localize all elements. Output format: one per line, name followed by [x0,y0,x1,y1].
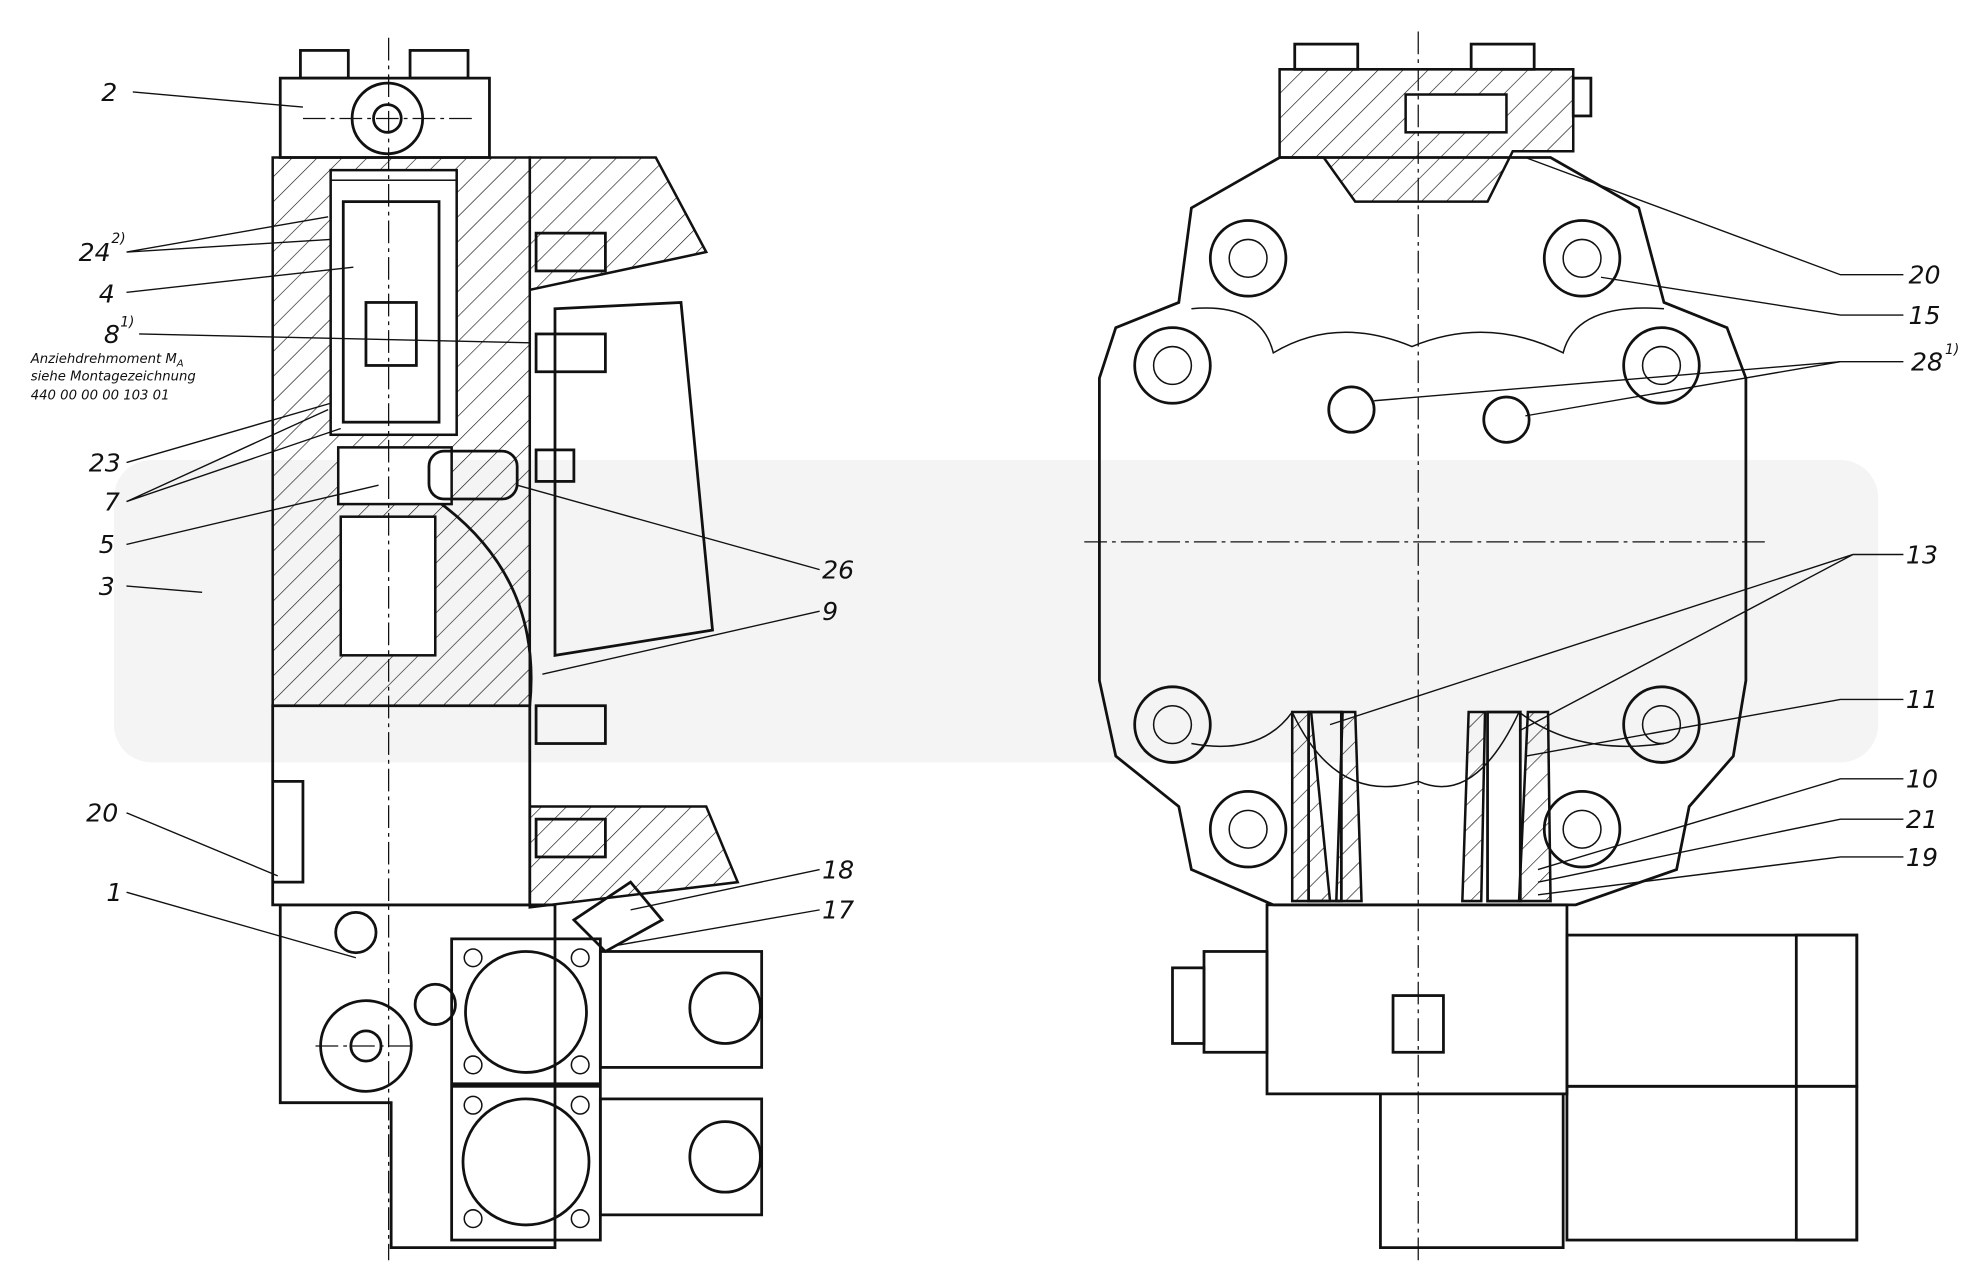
part-label-1: 1 [106,878,122,907]
note-line-1: Anziehdrehmoment MA [30,352,184,370]
part-label-23: 23 [89,448,121,477]
part-label-20-right: 20 [1908,261,1940,290]
left-section-view [271,37,764,1261]
note-line-3: 440 00 00 00 103 01 [31,388,170,403]
right-front-view [1084,31,1859,1261]
part-label-8: 8 [104,320,120,349]
part-label-11: 11 [1906,685,1938,714]
part-label-4: 4 [99,279,115,308]
part-label-20-left: 20 [86,799,118,828]
part-label-26: 26 [822,555,854,584]
part-label-17: 17 [822,896,854,925]
note-line-2: siehe Montagezeichnung [31,370,196,385]
part-label-10: 10 [1906,765,1938,794]
right-labels: 20 15 28 1) 13 11 10 21 19 [1906,261,1959,872]
part-label-5: 5 [99,530,115,559]
part-label-13: 13 [1906,540,1938,569]
part-label-9: 9 [822,597,838,626]
part-label-8-footnote: 1) [120,314,134,330]
part-label-3: 3 [99,572,115,601]
part-label-24-footnote: 2) [111,231,125,247]
part-label-15: 15 [1908,301,1940,330]
leader-lines [126,91,1904,959]
part-label-7: 7 [104,487,120,516]
part-label-21: 21 [1906,805,1938,834]
part-label-24: 24 [79,238,111,267]
part-label-2: 2 [101,78,117,107]
part-label-28-footnote: 1) [1945,342,1959,358]
part-label-19: 19 [1906,843,1938,872]
part-label-18: 18 [822,855,854,884]
part-label-28: 28 [1911,348,1943,377]
left-labels: 2 24 2) 4 8 1) Anziehdrehmoment MA siehe… [30,78,854,925]
